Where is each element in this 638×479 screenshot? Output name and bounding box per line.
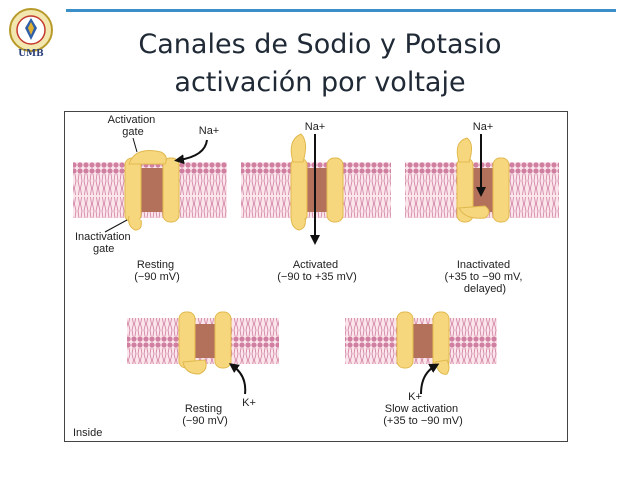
na-ion-label-activated: Na+ bbox=[305, 121, 326, 133]
caption-resting-na: Resting (−90 mV) bbox=[134, 259, 180, 283]
activation-gate-label: Activation gate bbox=[108, 114, 159, 138]
title-line-2: activación por voltaje bbox=[174, 67, 466, 98]
channel-protein-right bbox=[326, 157, 344, 223]
pore-resting-k bbox=[193, 324, 217, 358]
activation-gate bbox=[128, 150, 167, 165]
activation-gate-pointer bbox=[132, 137, 138, 153]
slide-title: Canales de Sodio y Potasio activación po… bbox=[70, 26, 570, 102]
k-ion-label-resting: K+ bbox=[242, 397, 256, 409]
inactivation-gate bbox=[128, 215, 142, 231]
channel-protein-left bbox=[396, 311, 414, 369]
k-ion-label-slow: K+ bbox=[408, 391, 422, 403]
channel-protein-left bbox=[178, 311, 196, 369]
caption-inactivated-na: Inactivated (+35 to −90 mV, delayed) bbox=[445, 259, 526, 295]
channel-protein-left bbox=[124, 157, 142, 223]
title-line-1: Canales de Sodio y Potasio bbox=[138, 29, 502, 60]
activation-gate-open bbox=[290, 133, 307, 163]
university-logo: UMB bbox=[9, 8, 53, 58]
pore-activated-na bbox=[305, 168, 329, 212]
channel-protein-left bbox=[290, 157, 308, 223]
pore-inactivated-na bbox=[471, 168, 495, 212]
k-curved-arrow-resting bbox=[228, 363, 247, 395]
pore-slow-activation-k bbox=[411, 324, 435, 358]
na-ion-label-inactivated: Na+ bbox=[473, 121, 494, 133]
inactivation-gate bbox=[290, 215, 306, 231]
k-gate-open bbox=[434, 359, 450, 375]
inactivation-gate-pointer bbox=[104, 219, 128, 233]
ion-channel-figure: Activation gate Na+ Inactivation gate Re… bbox=[64, 111, 568, 442]
logo-text: UMB bbox=[18, 49, 44, 58]
inactivation-gate-closed bbox=[458, 205, 490, 219]
channel-protein-right bbox=[162, 157, 180, 223]
header-rule bbox=[66, 9, 616, 12]
inactivation-gate-label: Inactivation gate bbox=[75, 231, 134, 255]
activation-gate-open bbox=[456, 137, 473, 163]
channel-protein-right bbox=[492, 157, 510, 223]
k-curved-arrow-slow bbox=[420, 363, 440, 395]
na-ion-label-resting: Na+ bbox=[199, 125, 220, 137]
caption-activated-na: Activated (−90 to +35 mV) bbox=[277, 259, 357, 283]
inside-label: Inside bbox=[73, 427, 102, 439]
caption-slow-activation-k: Slow activation (+35 to −90 mV) bbox=[383, 403, 463, 427]
channel-protein-right bbox=[214, 311, 232, 369]
na-curved-arrow-resting bbox=[174, 139, 208, 165]
caption-resting-k: Resting (−90 mV) bbox=[182, 403, 228, 427]
k-gate-closed bbox=[182, 359, 207, 375]
pore-resting-na bbox=[139, 168, 165, 212]
